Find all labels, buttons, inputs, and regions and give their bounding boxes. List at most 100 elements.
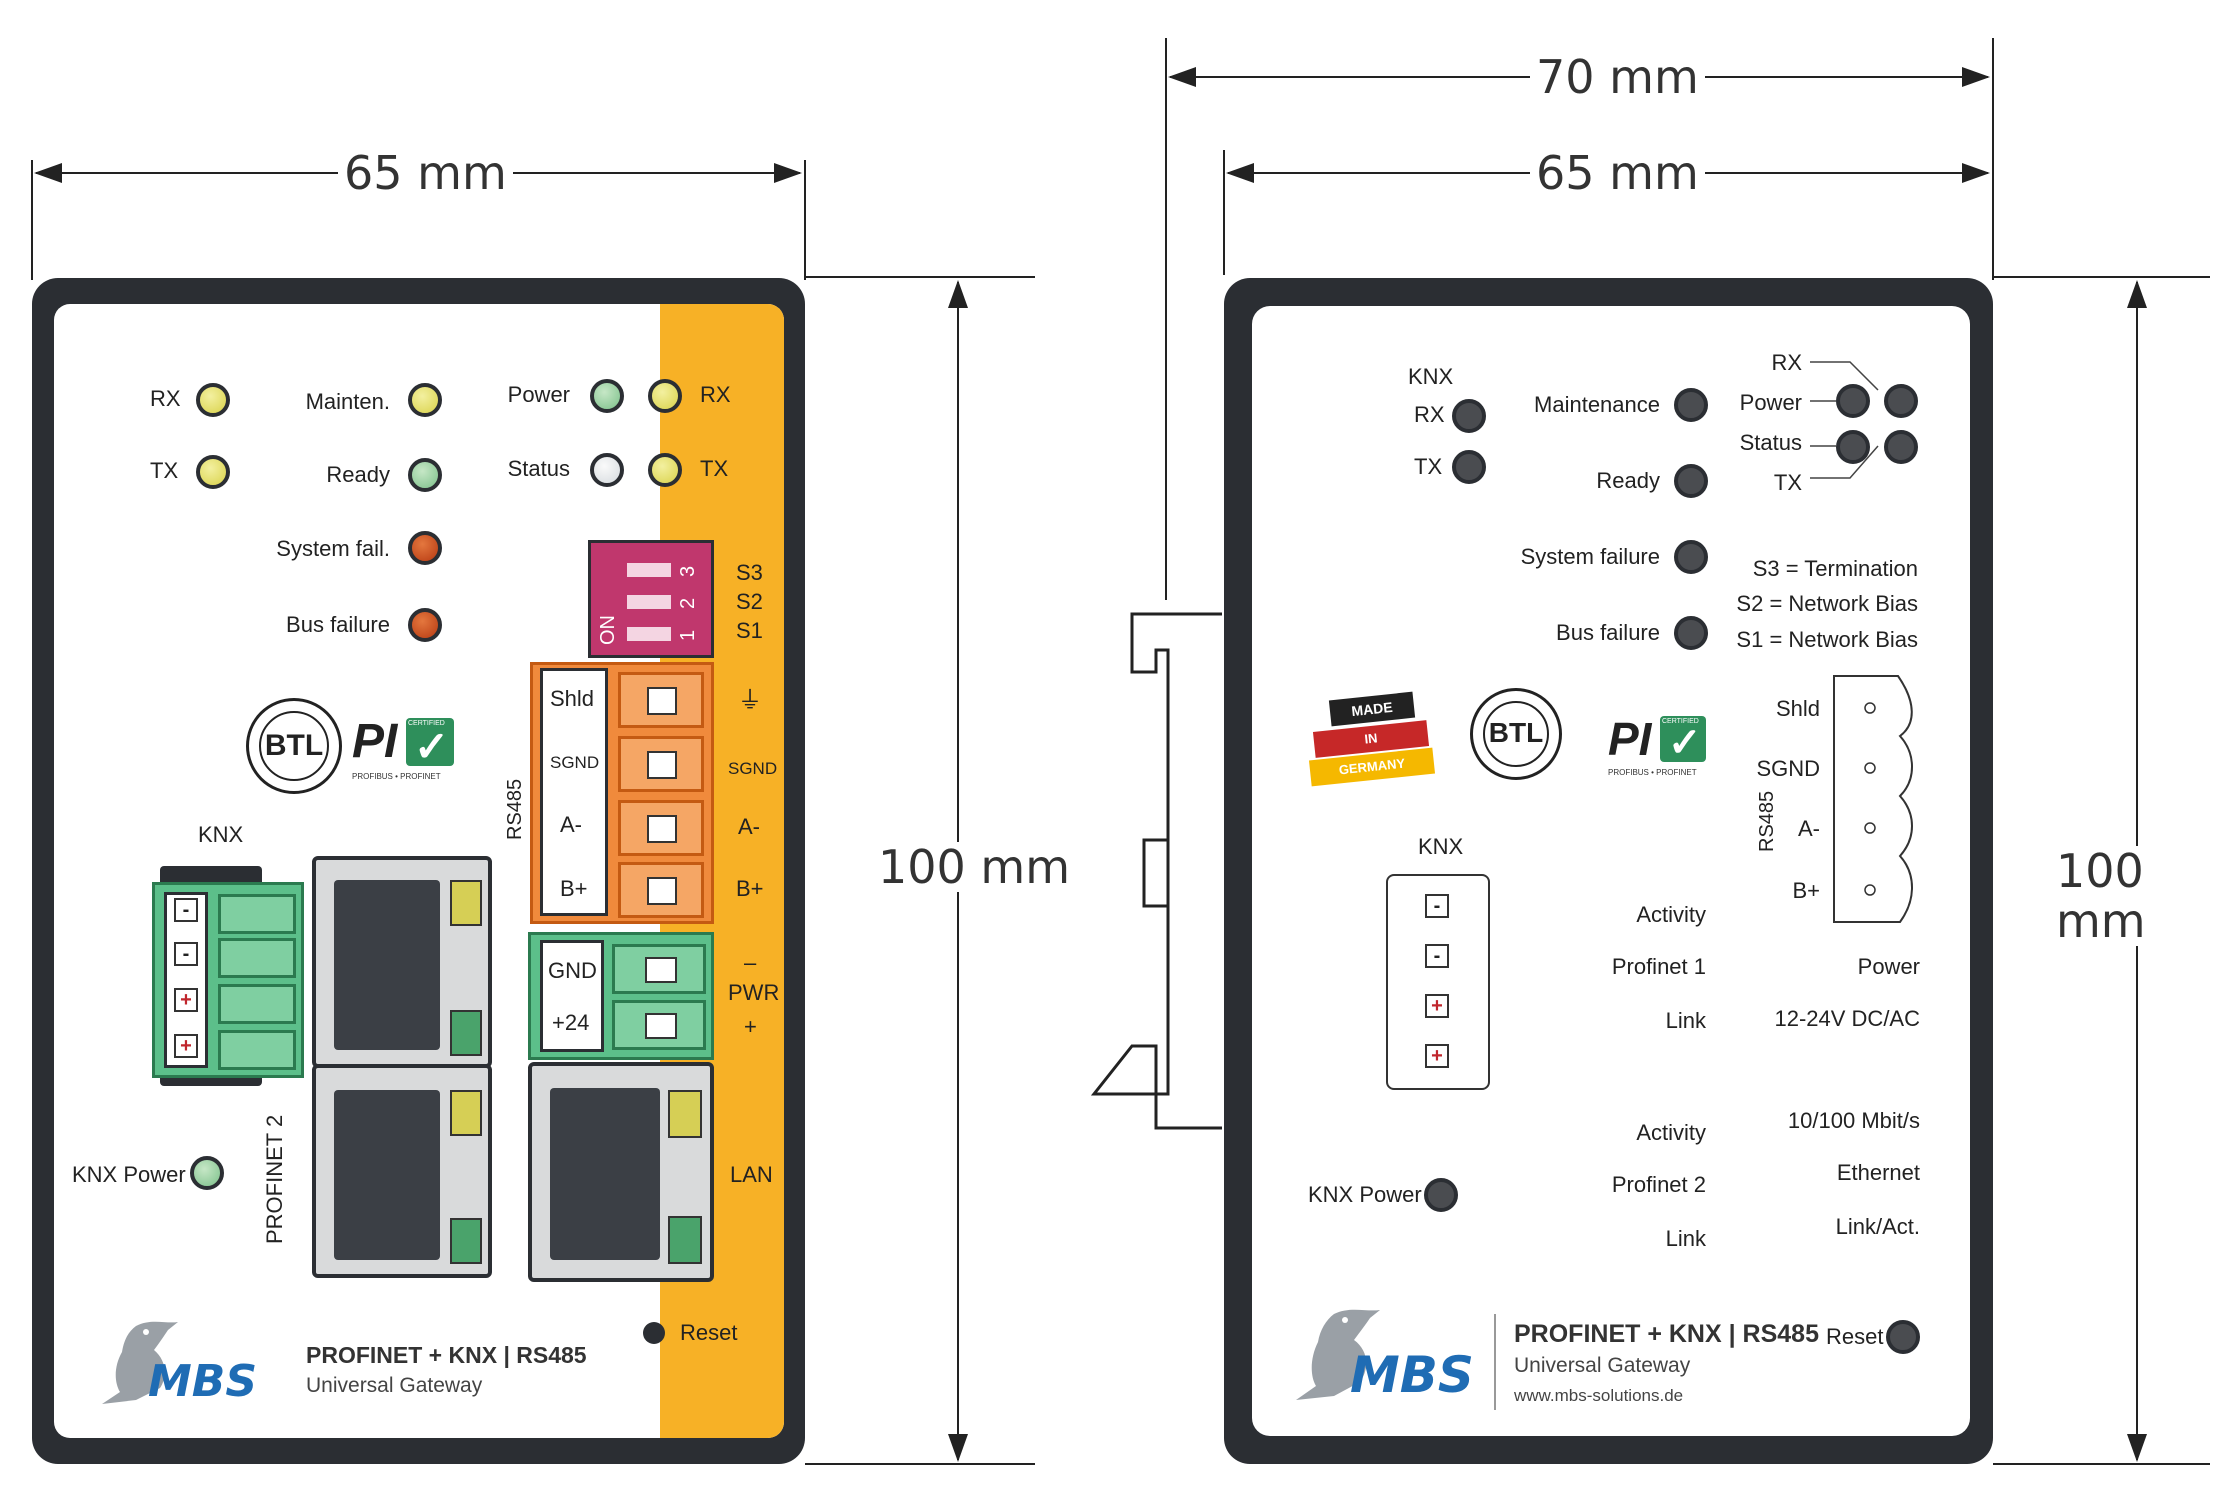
led-bus-failure	[408, 608, 442, 642]
rs485-label-area	[540, 668, 608, 916]
dip-switch[interactable]: ON 1 2 3	[588, 540, 714, 658]
back-rs485-connector	[1833, 675, 1913, 923]
back-profinet1-label: Profinet 1	[1611, 954, 1706, 979]
reset-button-front[interactable]	[643, 1322, 665, 1344]
rs485-screw-1[interactable]	[618, 672, 704, 728]
back-logo-divider	[1494, 1314, 1496, 1410]
back-led-rx	[1452, 399, 1486, 433]
back-pi-logo: PI CERTIFIED ✓ PROFIBUS • PROFINET	[1608, 710, 1712, 780]
mbs-logo-front: MBS	[148, 1356, 258, 1407]
back-knx-label: KNX	[1418, 834, 1464, 859]
knx-pin-2: -	[174, 942, 198, 966]
back-led-label-bus-failure: Bus failure	[1556, 620, 1660, 645]
knx-screw-3[interactable]	[218, 984, 296, 1024]
back-check-icon: ✓	[1668, 721, 1702, 765]
lan-port[interactable]	[528, 1062, 714, 1282]
front-product-subtitle: Universal Gateway	[306, 1374, 483, 1397]
dim-right-inner-width: 65 mm	[1530, 148, 1705, 198]
rs485-vertical-label: RS485	[504, 778, 526, 840]
led-label-power: Power	[507, 382, 570, 407]
led-label-tx: TX	[150, 458, 179, 483]
dip-toggle-2[interactable]	[627, 595, 671, 609]
back-knx-pin-1: -	[1425, 894, 1449, 918]
knx-power-label: KNX Power	[72, 1162, 186, 1187]
strip-label-pwr: PWR	[728, 980, 780, 1005]
strip-label-sgnd: SGND	[728, 759, 778, 778]
back-rs485-shld: Shld	[1775, 696, 1820, 721]
back-ethernet-label: Ethernet	[1836, 1160, 1920, 1185]
back-label-rx2: RX	[1771, 350, 1802, 375]
back-profinet2-link: Link	[1665, 1226, 1706, 1251]
dip-toggle-1[interactable]	[627, 627, 671, 641]
back-rs485-vertical-label: RS485	[1756, 790, 1778, 852]
bird-logo-icon	[102, 1321, 178, 1404]
led-tx	[196, 455, 230, 489]
back-profinet1-link: Link	[1665, 1008, 1706, 1033]
knx-screw-2[interactable]	[218, 938, 296, 978]
knx-screw-1[interactable]	[218, 894, 296, 934]
back-label-status: Status	[1739, 430, 1802, 455]
led-rx2	[648, 379, 682, 413]
back-knx-pin-3: +	[1425, 994, 1449, 1018]
back-led-rx2	[1884, 384, 1918, 418]
back-profinet2-label: Profinet 2	[1611, 1172, 1706, 1197]
rs485-pin-shld: Shld	[550, 686, 595, 711]
back-knx-pin-2: -	[1425, 944, 1449, 968]
dip-toggle-3[interactable]	[627, 563, 671, 577]
led-label-status: Status	[507, 456, 570, 481]
back-led-maintenance	[1674, 388, 1708, 422]
led-label-rx: RX	[150, 386, 181, 411]
led-label-bus-failure: Bus failure	[286, 612, 390, 637]
back-power-label: Power	[1857, 954, 1920, 979]
power-screw-1[interactable]	[612, 944, 706, 994]
dip-num-1: 1	[677, 629, 699, 641]
led-ready	[408, 458, 442, 492]
strip-label-pwr-minus: –	[744, 950, 757, 975]
led-power	[590, 379, 624, 413]
btl-logo: BTL	[246, 698, 342, 794]
strip-label-b: B+	[736, 876, 764, 901]
back-led-tx	[1452, 450, 1486, 484]
back-profinet1-activity: Activity	[1636, 902, 1706, 927]
rs485-screw-2[interactable]	[618, 736, 704, 792]
back-label-tx2: TX	[1773, 470, 1802, 495]
rs485-pin-sgnd: SGND	[550, 753, 600, 772]
back-switch-s1: S1 = Network Bias	[1736, 627, 1918, 652]
power-pin-gnd: GND	[548, 958, 597, 983]
back-product-subtitle: Universal Gateway	[1514, 1354, 1691, 1377]
profinet-port-2[interactable]	[312, 1064, 492, 1278]
rs485-screw-3[interactable]	[618, 800, 704, 856]
knx-pin-4: +	[174, 1034, 198, 1058]
dip-label-s2: S2	[736, 589, 763, 614]
back-led-status	[1836, 430, 1870, 464]
led-tx2	[648, 453, 682, 487]
power-screw-2[interactable]	[612, 1000, 706, 1050]
led-label-tx2: TX	[700, 456, 729, 481]
back-bird-logo-icon	[1296, 1309, 1380, 1400]
profinet-port-1[interactable]	[312, 856, 492, 1068]
back-mbs-logo: MBS	[1350, 1346, 1474, 1404]
pi-logo: PI CERTIFIED ✓ PROFIBUS • PROFINET	[352, 712, 460, 786]
strip-label-a: A-	[738, 814, 760, 839]
made-in-germany-badge: MADE IN GERMANY	[1308, 690, 1438, 790]
back-reset-button[interactable]	[1886, 1320, 1920, 1354]
led-label-maintenance: Mainten.	[305, 389, 390, 414]
strip-label-lan: LAN	[730, 1162, 773, 1187]
knx-pin-1: -	[174, 898, 198, 922]
led-knx-power	[190, 1156, 224, 1190]
back-led-label-tx: TX	[1414, 454, 1443, 479]
rs485-screw-4[interactable]	[618, 862, 704, 918]
led-label-ready: Ready	[326, 462, 390, 487]
back-ethernet-linkact: Link/Act.	[1835, 1214, 1920, 1239]
back-switch-s3: S3 = Termination	[1752, 556, 1918, 581]
led-maintenance	[408, 383, 442, 417]
back-rs485-a: A-	[1798, 816, 1820, 841]
back-website: www.mbs-solutions.de	[1514, 1386, 1684, 1405]
knx-screw-4[interactable]	[218, 1030, 296, 1070]
dim-left-height: 100 mm	[872, 842, 1077, 892]
back-profinet2-activity: Activity	[1636, 1120, 1706, 1145]
rs485-pin-a: A-	[560, 812, 582, 837]
led-label-system-fail: System fail.	[276, 536, 390, 561]
dip-num-2: 2	[677, 597, 699, 609]
ground-icon: ⏚	[738, 687, 762, 714]
